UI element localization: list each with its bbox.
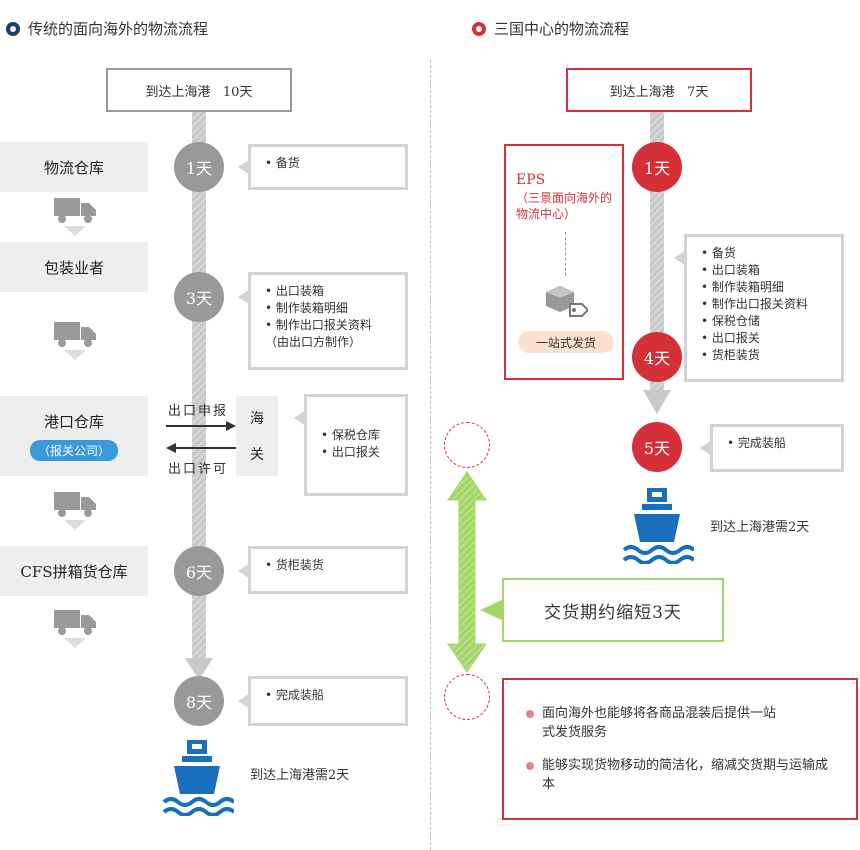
right-title-box: 到达上海港 7天 [566, 68, 752, 112]
package-tag-icon [546, 286, 588, 317]
bullet-icon [526, 762, 534, 770]
left-flow-arrow [185, 110, 213, 680]
benefit-text: 能够实现货物移动的简洁化，缩减交货期与运输成本 [542, 758, 829, 792]
left-title-box: 到达上海港 10天 [106, 68, 292, 112]
one-stop-badge: 一站式发货 [518, 331, 614, 353]
truck-icon [54, 322, 96, 360]
note-item: 完成装船 [727, 435, 827, 452]
left-heading-text: 传统的面向海外的物流流程 [28, 20, 209, 38]
left-title-text: 到达上海港 10天 [145, 84, 253, 100]
ring-icon [6, 21, 20, 36]
ship-icon [622, 488, 694, 564]
stage-label: 港口仓库 [43, 413, 104, 431]
note-item: 制作出口报关资料 [701, 296, 827, 313]
note-item: 完成装船 [265, 687, 391, 704]
stage-label: 物流仓库 [43, 158, 104, 177]
note-customs: 保税仓库 出口报关 [304, 394, 408, 496]
note-eps-main: 备货 出口装箱 制作装箱明细 制作出口报关资料 保税仓储 出口报关 货柜装货 [684, 234, 844, 382]
note-day6: 货柜装货 [248, 546, 408, 594]
note-item: 保税仓储 [701, 313, 827, 330]
day-circle-1: 1天 [174, 142, 224, 192]
double-arrow-icon [447, 471, 487, 673]
right-title-text: 到达上海港 7天 [609, 84, 709, 100]
note-eps-final: 完成装船 [710, 424, 844, 472]
note-pointer [238, 563, 250, 579]
benefit-item: 面向海外也能够将各商品混装后提供一站式发货服务 [526, 704, 836, 742]
customs-broker-badge: （报关公司） [29, 440, 118, 461]
stage-port-warehouse: 港口仓库 （报关公司） [0, 396, 148, 476]
shorten-callout: 交货期约缩短3天 [502, 578, 724, 642]
note-item: 备货 [265, 155, 391, 172]
note-pointer [294, 410, 306, 426]
day-circle-5-eps: 5天 [632, 422, 682, 472]
truck-icon [54, 492, 96, 530]
right-arrival-text: 到达上海港需2天 [710, 520, 810, 535]
customs-box: 海 关 [236, 396, 278, 476]
eps-connector [565, 232, 566, 276]
note-pointer [238, 159, 250, 175]
right-heading: 三国中心的物流流程 [472, 18, 629, 39]
stage-label: CFS拼箱货仓库 [20, 562, 128, 581]
center-divider [430, 60, 431, 850]
day-circle-1-eps: 1天 [632, 142, 682, 192]
note-sub: （由出口方制作） [265, 335, 362, 349]
left-heading: 传统的面向海外的物流流程 [6, 18, 208, 39]
note-item: 制作出口报关资料 [265, 317, 391, 334]
note-item: 备货 [701, 245, 827, 262]
note-day3: 出口装箱 制作装箱明细 制作出口报关资料 （由出口方制作） [248, 272, 408, 370]
stage-cfs-warehouse: CFS拼箱货仓库 [0, 546, 148, 596]
eps-title: EPS [516, 172, 546, 188]
customs-label: 关 [250, 447, 264, 463]
benefit-item: 能够实现货物移动的简洁化，缩减交货期与运输成本 [526, 756, 836, 794]
stage-packer: 包装业者 [0, 242, 148, 292]
dashed-marker-top [444, 422, 490, 468]
note-item: 出口装箱 [265, 283, 391, 300]
note-pointer [674, 250, 686, 266]
arrow-left-icon [166, 443, 236, 453]
bullet-icon [526, 710, 534, 718]
right-heading-text: 三国中心的物流流程 [494, 20, 630, 38]
note-pointer [700, 440, 712, 456]
truck-icon [54, 198, 96, 236]
ring-icon [472, 21, 486, 36]
benefit-text: 面向海外也能够将各商品混装后提供一站式发货服务 [542, 706, 777, 740]
eps-box: EPS （三景面向海外的物流中心） 一站式发货 [504, 144, 624, 380]
note-item: 保税仓库 [321, 427, 391, 444]
day-circle-6: 6天 [174, 546, 224, 596]
customs-label: 海 [250, 411, 264, 427]
benefits-box: 面向海外也能够将各商品混装后提供一站式发货服务 能够实现货物移动的简洁化，缩减交… [502, 678, 858, 820]
ship-icon [162, 740, 234, 816]
eps-subtitle: （三景面向海外的物流中心） [516, 191, 613, 221]
dashed-marker-bottom [444, 674, 490, 720]
truck-icon [54, 610, 96, 648]
arrow-right-icon [166, 421, 236, 431]
note-item: 制作装箱明细 [701, 279, 827, 296]
note-item: 货柜装货 [265, 557, 391, 574]
callout-pointer [480, 597, 508, 623]
day-circle-3: 3天 [174, 272, 224, 322]
day-circle-4-eps: 4天 [632, 332, 682, 382]
note-day1: 备货 [248, 144, 408, 190]
note-item: 货柜装货 [701, 347, 827, 364]
note-item: 出口报关 [321, 444, 391, 461]
note-pointer [238, 693, 250, 709]
note-day8: 完成装船 [248, 676, 408, 726]
stage-logistics-warehouse: 物流仓库 [0, 142, 148, 192]
note-item: 出口报关 [701, 330, 827, 347]
note-item: 制作装箱明细 [265, 300, 391, 317]
export-declaration-label: 出口申报 [168, 404, 229, 419]
note-item: 出口装箱 [701, 262, 827, 279]
note-pointer [238, 289, 250, 305]
left-arrival-text: 到达上海港需2天 [250, 768, 350, 783]
stage-label: 包装业者 [43, 258, 104, 277]
export-permit-label: 出口许可 [168, 462, 229, 477]
day-circle-8: 8天 [174, 676, 224, 726]
